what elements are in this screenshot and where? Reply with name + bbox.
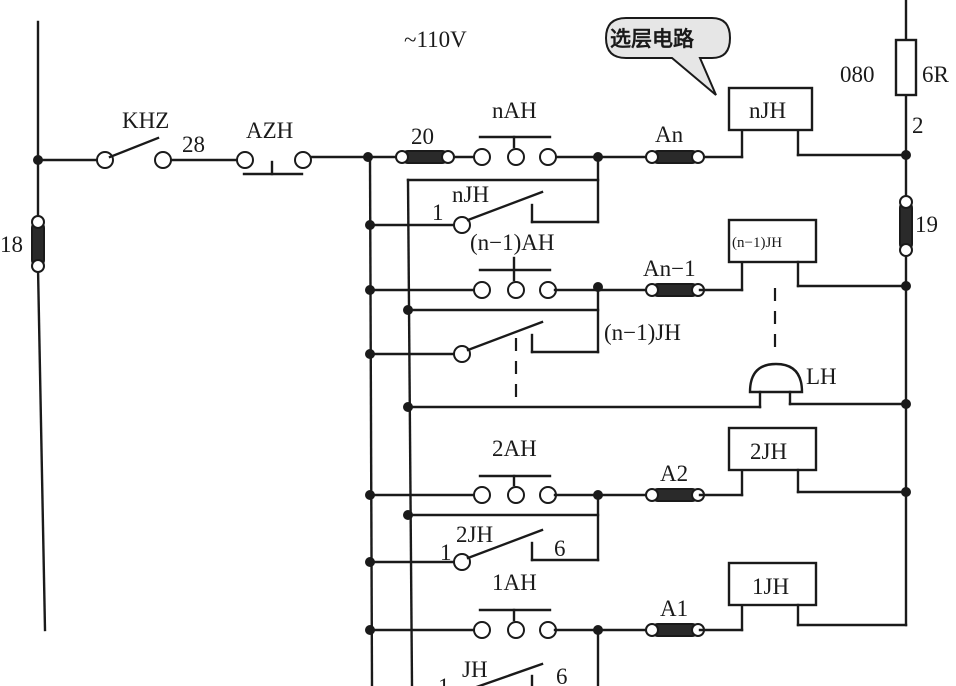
common-bus-left [368,155,374,686]
njh-holding-contact [365,190,600,234]
fuse-6r [894,38,918,97]
khz-label: KHZ [122,108,169,133]
fuse-a2 [645,468,744,502]
a1-label: A1 [660,596,688,621]
n1jh-holding-contact [365,320,544,363]
njh-coil-label: nJH [749,98,786,123]
fuse-an1 [645,260,744,297]
junction-dot [901,150,911,160]
jh1-contact-six-label: 6 [556,664,568,686]
junction-dot [363,152,373,162]
jh2-contact-label: 2JH [456,522,493,547]
jh2-contact-one-label: 1 [440,540,452,565]
wire-19-label: 19 [915,212,938,237]
ah2-button-row [365,474,652,562]
jh1-contact-one-label: 1 [438,674,450,686]
n1ah-button-row [365,256,652,354]
fuse-20 [395,150,455,164]
jh2-contact-six-label: 6 [554,536,566,561]
n1ah-label: (n−1)AH [470,230,555,255]
azh-label: AZH [246,118,293,143]
supply-voltage-label: ~110V [404,27,467,52]
khz-switch [96,136,172,169]
njh-contact-label: nJH [452,182,489,207]
wire-2-label: 2 [912,113,924,138]
ah2-label: 2AH [492,436,537,461]
an1-label: An−1 [643,256,696,281]
fuse-19 [899,195,913,257]
jh2-coil [727,426,818,472]
interlock-bus [406,178,600,686]
wire-28-label: 28 [182,132,205,157]
ah1-button-row [365,608,652,686]
jh2-coil-label: 2JH [750,439,787,464]
nah-button [473,135,557,166]
fuse-18 [31,215,45,273]
jh1-contact-label: JH [462,657,488,682]
lh-bell [403,362,911,412]
callout-text: 选层电路 [610,27,695,51]
nah-label: nAH [492,98,537,123]
ah1-label: 1AH [492,570,537,595]
n1jh-coil-label: (n−1)JH [732,235,782,251]
fuse-6r-label: 6R [922,62,950,87]
njh-contact-one-label: 1 [432,200,444,225]
an-label: An [655,122,684,147]
junction-dot [33,155,43,165]
a2-label: A2 [660,461,688,486]
left-rail [36,20,47,632]
jh1-coil [727,561,818,607]
n1jh-contact-label: (n−1)JH [604,320,681,345]
wire-18-label: 18 [0,232,23,257]
njh-coil [727,86,814,132]
wire-20-label: 20 [411,124,434,149]
jh2-holding-contact [365,528,600,571]
fuse-a1 [645,603,744,637]
top-main-line [33,128,911,224]
floor-selection-callout [604,17,732,96]
wire-080-label: 080 [840,62,875,87]
lh-label: LH [806,364,837,389]
azh-pushbutton [236,151,312,176]
jh1-coil-label: 1JH [752,574,789,599]
fuse-an [645,150,705,164]
n1jh-coil [727,218,818,264]
